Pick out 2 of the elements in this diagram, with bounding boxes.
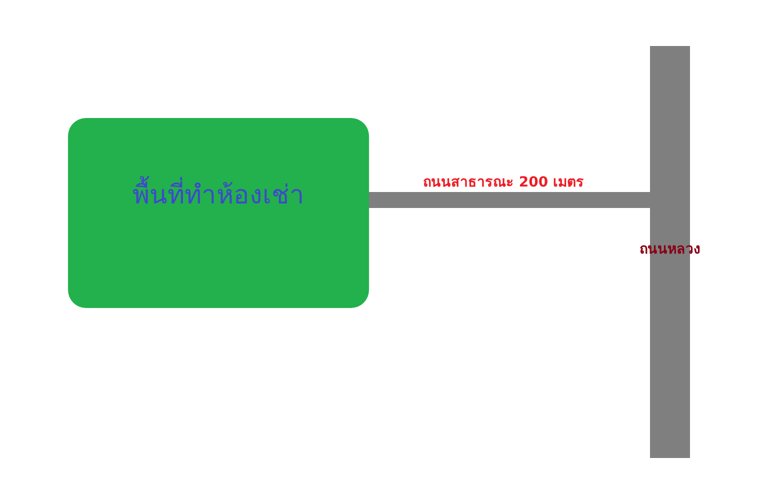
area-box — [68, 118, 369, 308]
road-line — [369, 192, 650, 208]
